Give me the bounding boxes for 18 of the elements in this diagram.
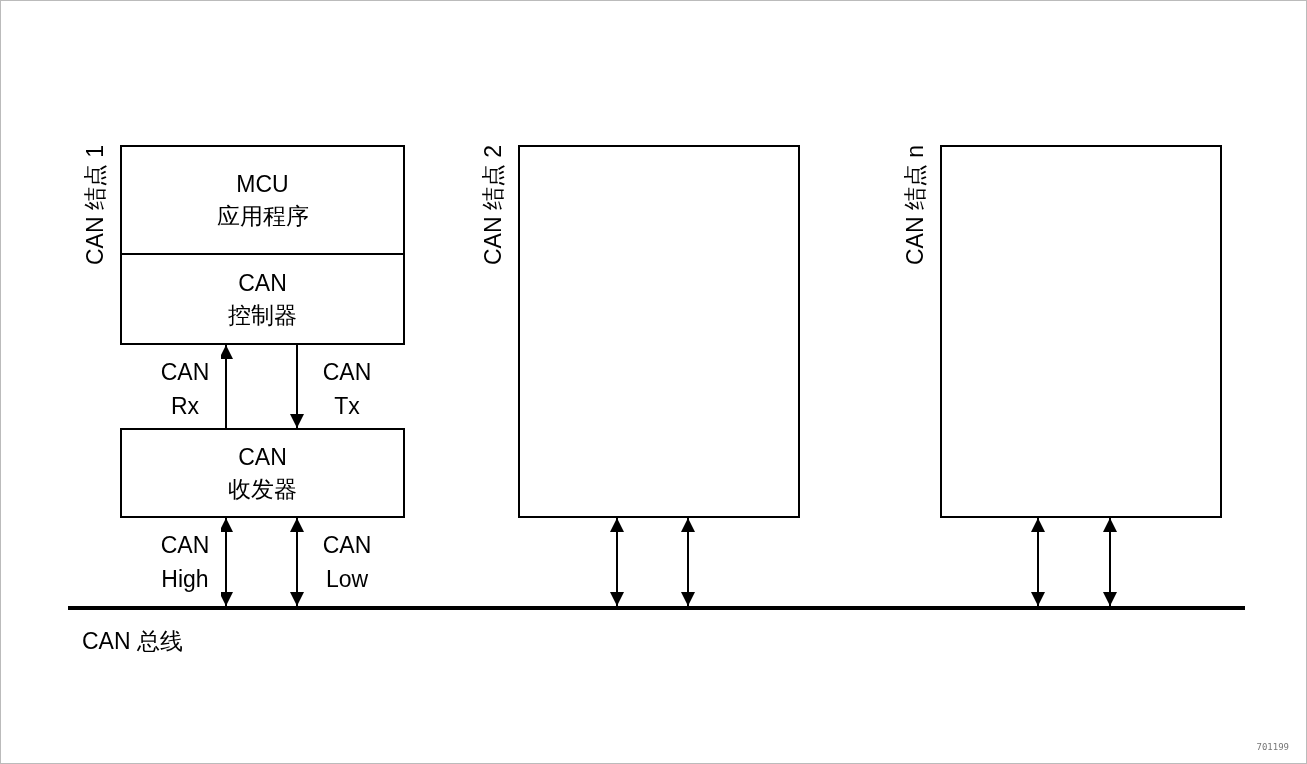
node-label: CAN 结点 n xyxy=(901,144,929,265)
arrow xyxy=(610,517,624,607)
arrow xyxy=(219,517,233,607)
node-label: CAN 结点 2 xyxy=(479,144,507,265)
arrow xyxy=(1103,517,1117,607)
node-box xyxy=(940,145,1222,518)
arrow xyxy=(219,344,233,429)
mcu-box: MCU 应用程序 xyxy=(120,145,405,255)
arrow xyxy=(1031,517,1045,607)
node-box xyxy=(518,145,800,518)
node-label: CAN 结点 1 xyxy=(81,144,109,265)
arrow xyxy=(681,517,695,607)
figure-number: 701199 xyxy=(1256,742,1289,752)
transceiver-box: CAN 收发器 xyxy=(120,428,405,518)
arrow xyxy=(290,517,304,607)
controller-box: CAN 控制器 xyxy=(120,255,405,345)
bus-label: CAN 总线 xyxy=(82,627,183,656)
arrow xyxy=(290,344,304,429)
